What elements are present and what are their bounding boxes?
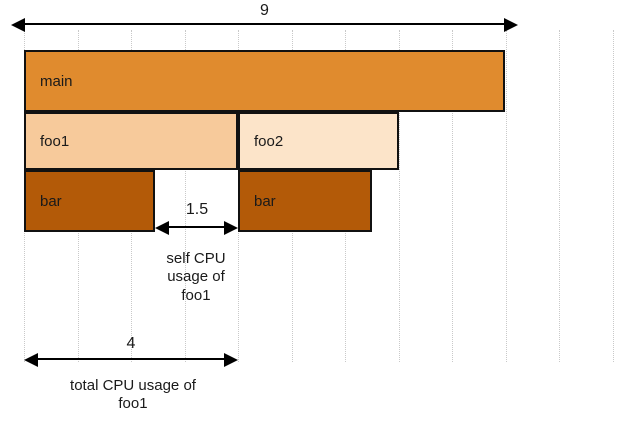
frame-label-bar-right: bar xyxy=(254,192,276,210)
frame-label-main: main xyxy=(40,72,73,90)
gridline xyxy=(612,30,614,362)
frame-label-foo2: foo2 xyxy=(254,132,284,150)
measure-label-total-span: 9 xyxy=(260,2,269,19)
caption-total-cpu-line1: total CPU usage of xyxy=(70,377,196,394)
gridline xyxy=(505,30,507,362)
caption-self-cpu-line1: self CPU xyxy=(166,250,226,267)
gridline xyxy=(559,30,560,362)
caption-self-cpu-line2: usage of xyxy=(167,268,225,286)
measure-label-total-cpu: 4 xyxy=(126,335,136,352)
arrowhead-right-icon xyxy=(224,221,238,235)
measure-arrow-total-span xyxy=(11,18,518,32)
arrowhead-left-icon xyxy=(11,18,25,32)
frame-foo2[interactable]: foo2 xyxy=(238,112,399,170)
frame-bar-left[interactable]: bar xyxy=(24,170,155,232)
arrowhead-right-icon xyxy=(504,18,518,32)
arrowhead-left-icon xyxy=(24,353,38,367)
measure-arrow-total-cpu xyxy=(24,353,238,367)
frame-label-bar-left: bar xyxy=(40,192,62,210)
frame-main[interactable]: main xyxy=(24,50,505,112)
measure-arrow-self-cpu xyxy=(155,221,238,235)
frame-foo1[interactable]: foo1 xyxy=(24,112,238,170)
measure-label-self-cpu: 1.5 xyxy=(185,201,209,218)
caption-self-cpu-line3: foo1 xyxy=(181,286,211,304)
caption-total-cpu-line2: foo1 xyxy=(118,395,148,413)
arrowhead-left-icon xyxy=(155,221,169,235)
frame-label-foo1: foo1 xyxy=(40,132,70,150)
frame-bar-right[interactable]: bar xyxy=(238,170,372,232)
caption-total-cpu: total CPU usage of foo1 xyxy=(23,377,243,414)
arrowhead-right-icon xyxy=(224,353,238,367)
caption-self-cpu: self CPU usage of foo1 xyxy=(136,250,256,305)
